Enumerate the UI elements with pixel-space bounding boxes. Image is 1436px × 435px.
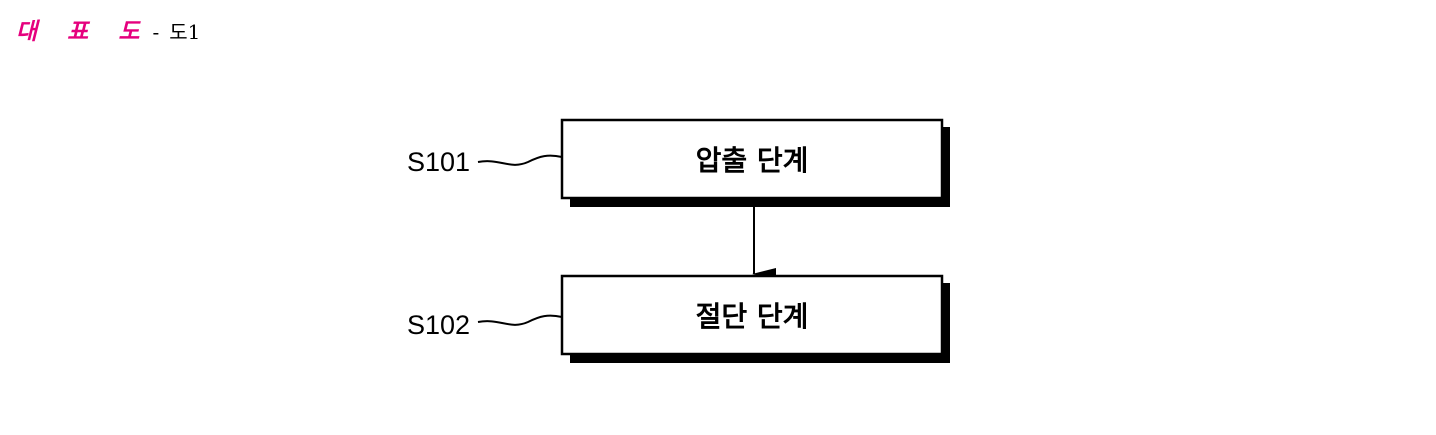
- step-code: S102: [407, 310, 470, 340]
- step-label: 절단 단계: [696, 300, 809, 333]
- step-s102: 절단 단계 S102: [407, 276, 950, 363]
- step-code: S101: [407, 147, 470, 177]
- step-label: 압출 단계: [696, 144, 809, 177]
- leader-line: [478, 156, 562, 165]
- leader-line: [478, 316, 562, 325]
- step-s101: 압출 단계 S101: [407, 120, 950, 207]
